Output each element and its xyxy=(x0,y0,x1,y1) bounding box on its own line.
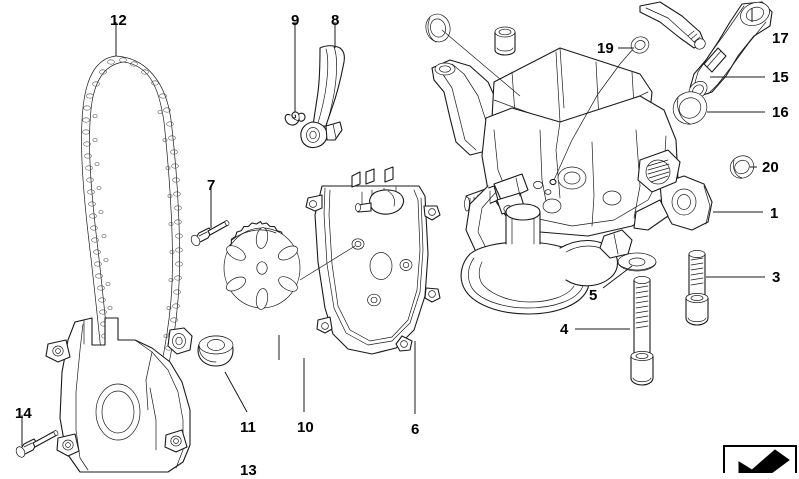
part-3-hex-socket-bolt-short xyxy=(685,250,709,326)
callout-4[interactable]: 4 xyxy=(560,321,569,338)
callout-3[interactable]: 3 xyxy=(772,269,781,286)
callout-7[interactable]: 7 xyxy=(207,177,216,194)
part-5-washer xyxy=(617,252,657,272)
part-19-o-ring-small xyxy=(630,36,650,54)
part-16-o-ring-large xyxy=(672,91,708,125)
callout-12[interactable]: 12 xyxy=(110,12,127,29)
callout-20[interactable]: 20 xyxy=(762,159,779,176)
viewing-direction-symbol xyxy=(723,445,797,473)
leader-lines xyxy=(21,8,765,446)
callout-1[interactable]: 1 xyxy=(770,205,779,222)
part-4-hex-socket-bolt-long xyxy=(630,276,654,386)
part-17-oil-pipe-upper xyxy=(639,1,706,50)
part-7-hex-head-bolt xyxy=(190,220,230,247)
part-6-oil-pump-cover xyxy=(460,203,633,315)
callout-16[interactable]: 16 xyxy=(772,104,789,121)
callout-5[interactable]: 5 xyxy=(589,287,598,304)
part-13-oil-pump-support-bracket xyxy=(45,317,193,473)
dowel-sleeve-top xyxy=(494,26,516,56)
callout-6[interactable]: 6 xyxy=(411,421,420,438)
callout-14[interactable]: 14 xyxy=(15,405,32,422)
oil-pump-sprocket xyxy=(223,221,301,310)
part-12-oil-pump-drive-chain xyxy=(81,55,183,473)
callout-15[interactable]: 15 xyxy=(772,69,789,86)
part-8-chain-tensioner-rail xyxy=(300,45,345,149)
callout-19[interactable]: 19 xyxy=(597,40,614,57)
part-9-e-clip-circlip xyxy=(284,111,306,126)
part-1-oil-pump-housing xyxy=(431,47,713,263)
callout-8[interactable]: 8 xyxy=(331,12,340,29)
o-ring-top-left xyxy=(425,13,521,97)
part-11-spacer-bushing xyxy=(197,335,234,367)
callout-11[interactable]: 11 xyxy=(240,419,256,436)
callout-9[interactable]: 9 xyxy=(291,12,300,29)
callout-10[interactable]: 10 xyxy=(297,419,314,436)
part-20-o-ring-medium xyxy=(729,155,755,179)
part-14-bracket-bolt xyxy=(15,430,59,458)
callout-17[interactable]: 17 xyxy=(772,30,789,47)
callout-13[interactable]: 13 xyxy=(240,462,257,479)
part-10-oil-pump-drive-cover xyxy=(299,166,441,355)
